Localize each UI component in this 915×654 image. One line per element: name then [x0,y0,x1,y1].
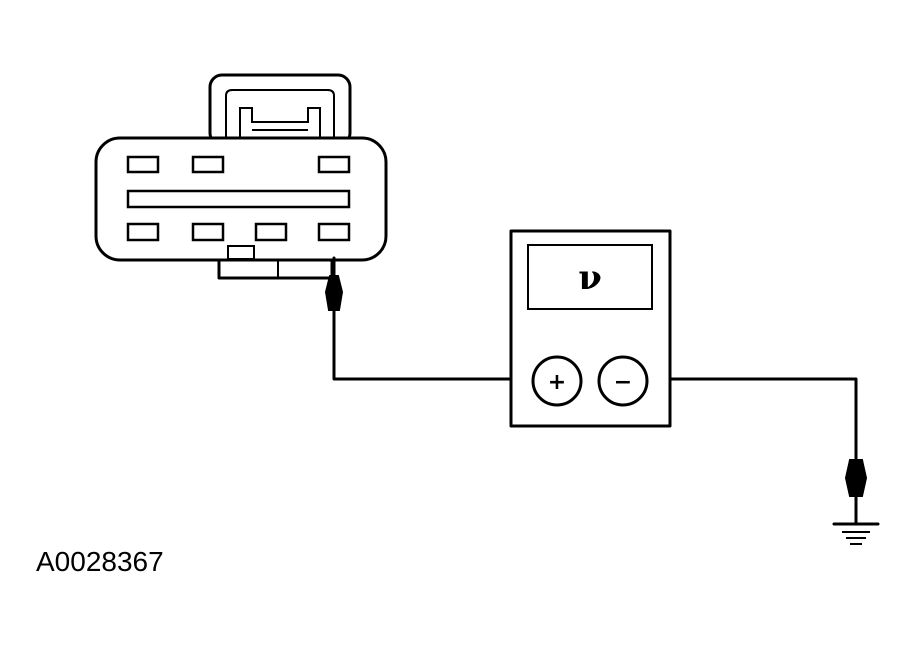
ground-probe-body [844,459,868,497]
ground-icon [832,522,880,545]
negative-terminal-sign: − [614,370,632,395]
connector-lock-latch [239,107,321,140]
connector-icon [94,73,388,280]
voltmeter-display-symbol: ν [578,258,602,298]
connector-pin [191,155,225,174]
ground-probe-icon [844,459,868,526]
connector-flange [217,258,334,280]
positive-terminal [531,355,583,407]
probe-icon [324,256,344,311]
connector-key [227,245,255,260]
positive-lead-wire [332,308,514,381]
figure-id: A0028367 [36,546,164,577]
negative-lead-wire [668,377,858,462]
voltmeter-icon: ν + − [509,229,672,428]
connector-pin-tested [317,222,351,242]
connector-lock-tab [208,73,352,147]
connector-center-rail [126,189,351,209]
probe-body [324,275,344,311]
connector-pin [126,155,160,174]
connector-pin [317,155,351,174]
connector-pin [191,222,225,242]
connector-pin [126,222,160,242]
voltmeter-display [527,244,653,310]
connector-pin [254,222,288,242]
positive-terminal-sign: + [548,370,566,395]
negative-terminal [597,355,649,407]
connector-lock-inner [225,89,335,140]
